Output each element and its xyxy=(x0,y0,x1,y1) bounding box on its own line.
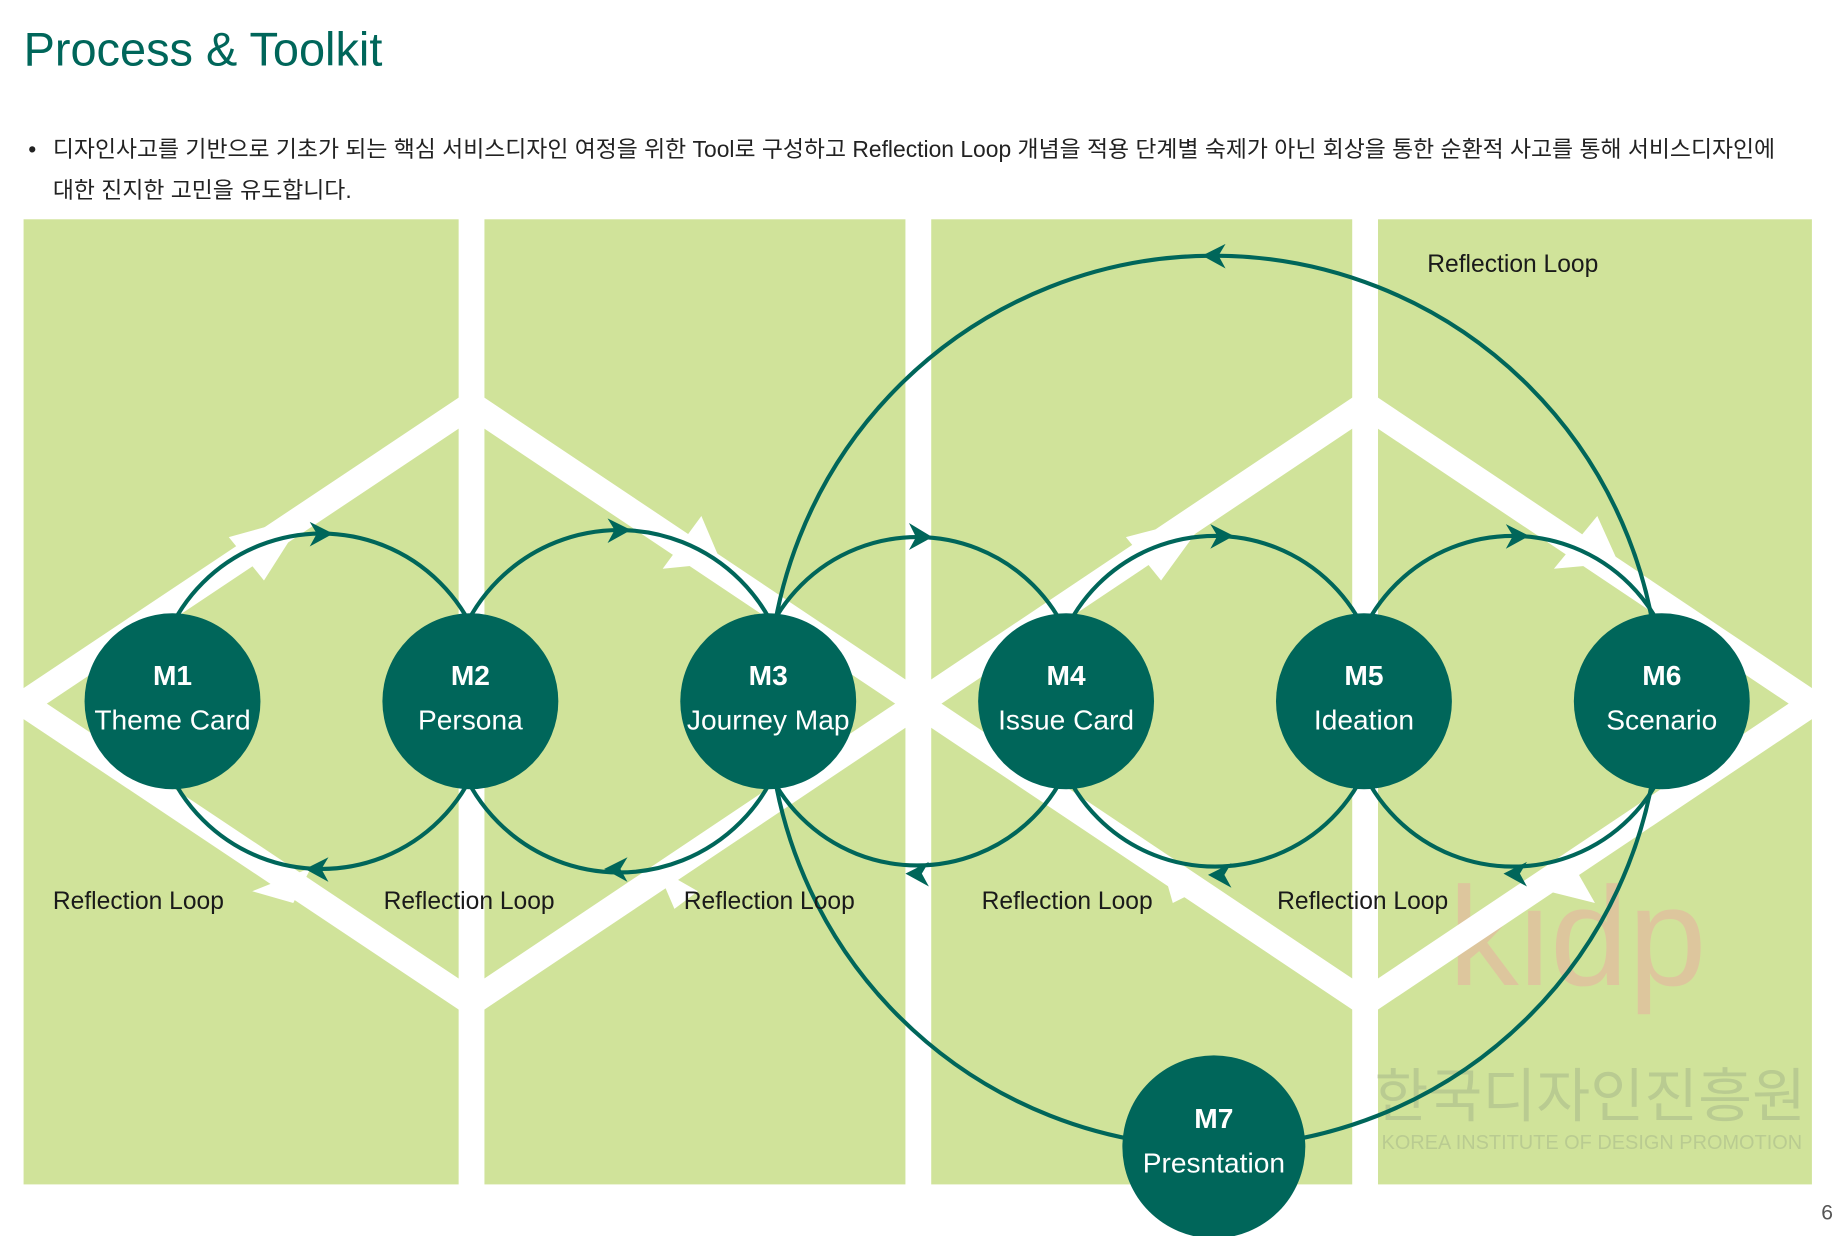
arrow-right-icon xyxy=(1505,524,1530,549)
module-id: M5 xyxy=(1344,660,1383,691)
module-m3[interactable]: M3 Journey Map xyxy=(680,613,857,790)
white-arrowheads xyxy=(228,515,1619,909)
module-m4[interactable]: M4 Issue Card xyxy=(978,613,1155,790)
loop-label: Reflection Loop xyxy=(1277,888,1448,915)
bullet: • xyxy=(28,136,36,162)
loop-label-top: Reflection Loop xyxy=(1427,251,1598,278)
module-id: M6 xyxy=(1642,660,1681,691)
description-line-1: 디자인사고를 기반으로 기초가 되는 핵심 서비스디자인 여정을 위한 Tool… xyxy=(53,136,1775,162)
module-name: Ideation xyxy=(1314,704,1414,735)
arrow-right-icon xyxy=(309,521,334,547)
arrow-left-icon xyxy=(1202,243,1226,269)
module-id: M3 xyxy=(749,660,788,691)
module-nodes: M1 Theme Card M2 Persona M3 Journey Map … xyxy=(84,613,1750,1236)
module-m6[interactable]: M6 Scenario xyxy=(1573,613,1750,790)
module-name: Theme Card xyxy=(94,704,250,735)
description-line-2: 대한 진지한 고민을 유도합니다. xyxy=(53,177,352,203)
module-name: Journey Map xyxy=(687,704,850,735)
page-title: Process & Toolkit xyxy=(24,24,383,76)
module-m5[interactable]: M5 Ideation xyxy=(1275,613,1452,790)
loop-label: Reflection Loop xyxy=(384,888,555,915)
page-number: 6 xyxy=(1821,1202,1833,1225)
module-m7[interactable]: M7 Presntation xyxy=(1122,1055,1306,1236)
arrow-left-icon xyxy=(1503,861,1527,887)
arrow-left-icon xyxy=(604,857,628,882)
arrow-left-icon xyxy=(1207,863,1232,888)
watermark-korean: 한국디자인진흥원 xyxy=(1374,1062,1805,1130)
loop-labels: Reflection Loop Reflection Loop Reflecti… xyxy=(53,251,1598,915)
loop-label: Reflection Loop xyxy=(982,888,1153,915)
loop-arrowheads xyxy=(305,243,1530,888)
module-name: Issue Card xyxy=(998,704,1134,735)
loop-label: Reflection Loop xyxy=(684,888,855,915)
module-name: Persona xyxy=(418,704,523,735)
module-m1[interactable]: M1 Theme Card xyxy=(84,613,261,790)
module-id: M2 xyxy=(451,660,490,691)
arrow-right-icon xyxy=(1210,524,1234,549)
module-name: Presntation xyxy=(1143,1148,1285,1179)
arrow-right-icon xyxy=(607,518,632,543)
loop-label: Reflection Loop xyxy=(53,888,224,915)
module-m2[interactable]: M2 Persona xyxy=(382,613,559,790)
arrow-left-icon xyxy=(905,861,929,887)
module-id: M4 xyxy=(1047,660,1086,691)
white-diamond-band xyxy=(16,389,1820,1019)
arrow-right-icon xyxy=(908,523,933,550)
module-name: Scenario xyxy=(1606,704,1717,735)
arrow-left-icon xyxy=(305,857,329,882)
module-id: M1 xyxy=(153,660,192,691)
module-id: M7 xyxy=(1194,1103,1233,1134)
watermark-english: KOREA INSTITUTE OF DESIGN PROMOTION xyxy=(1382,1132,1803,1154)
